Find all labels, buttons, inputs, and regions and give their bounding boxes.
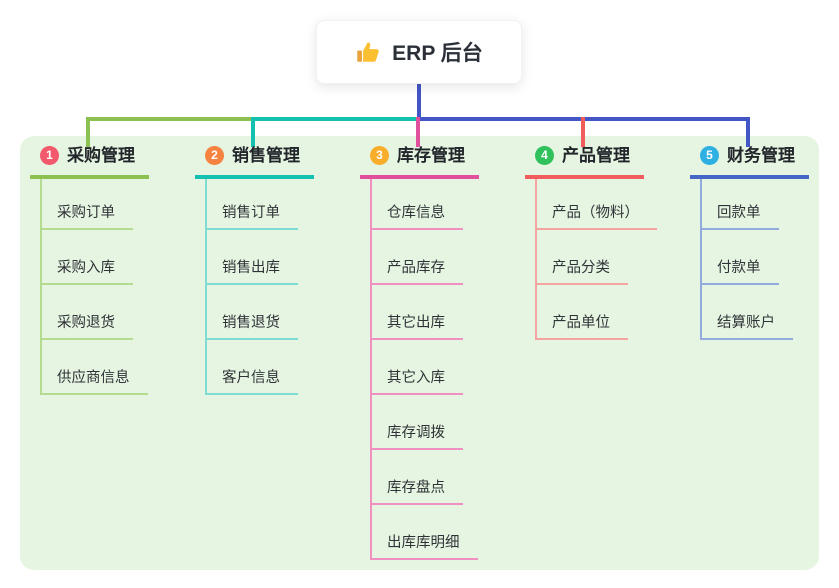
branch-number-badge: 2 [205,146,224,165]
branch-items: 产品（物料） 产品分类产品单位 [535,179,657,340]
leaf-node[interactable]: 结算账户 [702,314,793,340]
branch-node-2[interactable]: 2 销售管理 [195,144,314,179]
leaf-node[interactable]: 产品分类 [537,259,628,285]
branch-items: 仓库信息产品库存其它出库其它入库库存调拨库存盘点出库库明细 [370,179,478,560]
branch-column-4: 4 产品管理产品（物料） 产品分类产品单位 [525,144,657,340]
leaf-node[interactable]: 采购退货 [42,314,133,340]
branch-items: 销售订单销售出库销售退货客户信息 [205,179,298,395]
leaf-node-row: 其它入库 [372,340,478,395]
branch-number-badge: 4 [535,146,554,165]
leaf-node-row: 采购退货 [42,285,148,340]
branch-column-3: 3 库存管理仓库信息产品库存其它出库其它入库库存调拨库存盘点出库库明细 [360,144,479,560]
branch-items: 回款单付款单结算账户 [700,179,793,340]
branch-number-badge: 1 [40,146,59,165]
branch-label: 库存管理 [397,146,465,165]
leaf-node-row: 结算账户 [702,285,793,340]
leaf-node-row: 销售订单 [207,179,298,230]
leaf-node[interactable]: 库存调拨 [372,424,463,450]
branch-label: 销售管理 [232,146,300,165]
leaf-node[interactable]: 付款单 [702,259,779,285]
leaf-node[interactable]: 产品单位 [537,314,628,340]
branch-node-4[interactable]: 4 产品管理 [525,144,644,179]
leaf-node[interactable]: 出库库明细 [372,534,478,560]
branch-items: 采购订单采购入库采购退货供应商信息 [40,179,148,395]
branch-label: 产品管理 [562,146,630,165]
leaf-node-row: 产品分类 [537,230,657,285]
leaf-node[interactable]: 销售退货 [207,314,298,340]
leaf-node-row: 仓库信息 [372,179,478,230]
leaf-node-row: 出库库明细 [372,505,478,560]
leaf-node[interactable]: 其它出库 [372,314,463,340]
thumbs-up-icon [355,39,382,66]
leaf-node-row: 销售退货 [207,285,298,340]
leaf-node-row: 其它出库 [372,285,478,340]
branches-panel [20,136,819,570]
branch-number-badge: 5 [700,146,719,165]
leaf-node[interactable]: 供应商信息 [42,369,148,395]
leaf-node-row: 供应商信息 [42,340,148,395]
leaf-node[interactable]: 库存盘点 [372,479,463,505]
leaf-node[interactable]: 产品（物料） [537,204,657,230]
leaf-node[interactable]: 客户信息 [207,369,298,395]
root-node[interactable]: ERP 后台 [316,20,522,84]
branch-node-1[interactable]: 1 采购管理 [30,144,149,179]
leaf-node-row: 库存盘点 [372,450,478,505]
leaf-node-row: 采购订单 [42,179,148,230]
leaf-node-row: 付款单 [702,230,793,285]
branch-number-badge: 3 [370,146,389,165]
leaf-node-row: 客户信息 [207,340,298,395]
leaf-node-row: 采购入库 [42,230,148,285]
leaf-node[interactable]: 仓库信息 [372,204,463,230]
branch-node-5[interactable]: 5 财务管理 [690,144,809,179]
branch-label: 采购管理 [67,146,135,165]
branch-node-3[interactable]: 3 库存管理 [360,144,479,179]
leaf-node[interactable]: 产品库存 [372,259,463,285]
leaf-node[interactable]: 采购入库 [42,259,133,285]
leaf-node[interactable]: 回款单 [702,204,779,230]
branch-column-2: 2 销售管理销售订单销售出库销售退货客户信息 [195,144,314,395]
leaf-node-row: 产品（物料） [537,179,657,230]
leaf-node-row: 销售出库 [207,230,298,285]
branch-column-1: 1 采购管理采购订单采购入库采购退货供应商信息 [30,144,149,395]
leaf-node[interactable]: 其它入库 [372,369,463,395]
leaf-node[interactable]: 采购订单 [42,204,133,230]
leaf-node[interactable]: 销售订单 [207,204,298,230]
leaf-node[interactable]: 销售出库 [207,259,298,285]
root-node-label: ERP 后台 [392,42,483,65]
leaf-node-row: 库存调拨 [372,395,478,450]
leaf-node-row: 产品库存 [372,230,478,285]
leaf-node-row: 产品单位 [537,285,657,340]
branch-column-5: 5 财务管理回款单付款单结算账户 [690,144,809,340]
leaf-node-row: 回款单 [702,179,793,230]
branch-label: 财务管理 [727,146,795,165]
